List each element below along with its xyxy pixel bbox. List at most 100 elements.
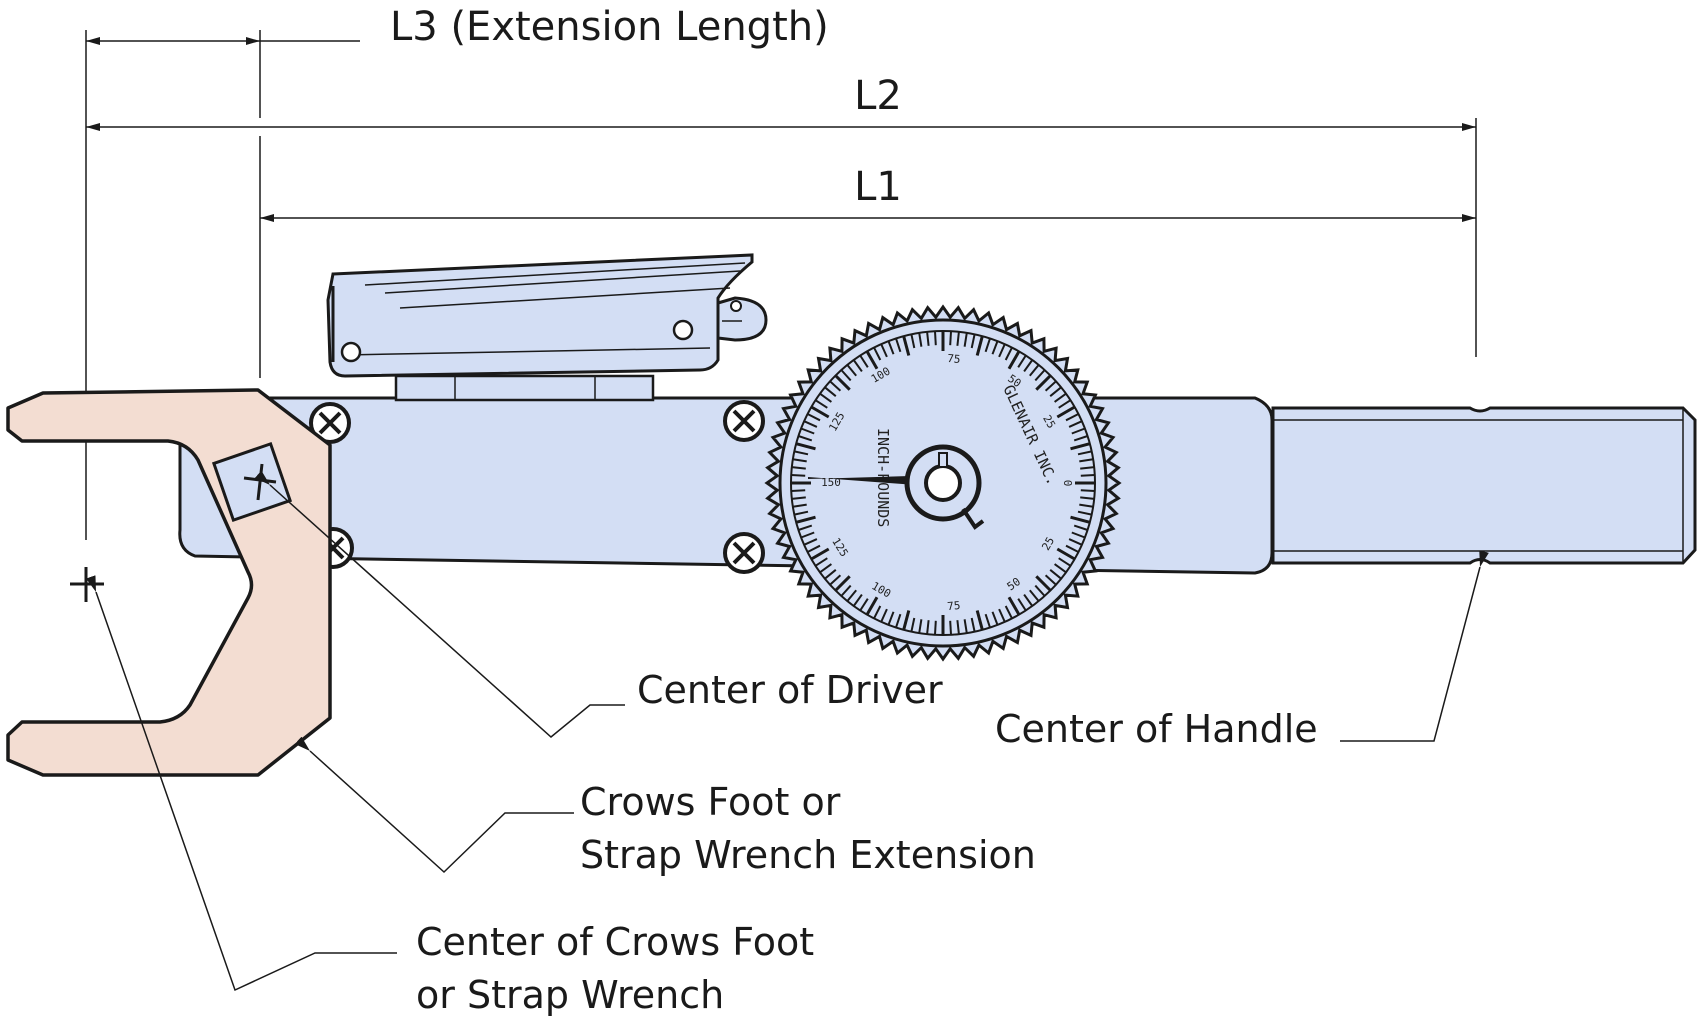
dial-tick [970,617,976,632]
dial-tick [1070,515,1091,524]
dial-tick [1080,496,1095,500]
dial-tick [819,563,832,574]
callout-crows-foot-extension: Crows Foot or Strap Wrench Extension [294,736,1036,877]
dial-tick [846,364,857,377]
callout-crows-foot-line1: Crows Foot or [580,780,841,824]
dial-tick [814,399,828,409]
dial-tick [984,613,991,628]
dial-tick [949,331,952,346]
dial-tick [895,613,902,628]
dial-tick [1056,547,1076,561]
dial-tick [859,354,869,368]
dial-scale-50-bottom: 50 [1005,575,1023,593]
dial-tick [998,343,1006,358]
dial-tick [829,574,842,586]
dial-tick [791,496,806,500]
callout-center-of-driver-text: Center of Driver [637,668,943,712]
dial-gauge: 150 125 100 75 50 25 0 25 50 75 100 125 … [764,304,1122,662]
dial-tick [1077,450,1092,456]
dial-tick [998,608,1006,623]
dial-tick [1044,380,1057,392]
dial-tick [1023,594,1034,607]
dial-tick [1077,510,1092,516]
dial-tick [970,334,976,349]
callout-center-of-handle-text: Center of Handle [995,707,1318,751]
dial-tick [846,589,857,602]
dial-tick [1080,474,1095,477]
dial-tick [1023,359,1034,372]
dial-tick [1004,605,1013,619]
dial-scale-0: 0 [1061,480,1074,487]
dimension-l3-label: L3 (Extension Length) [390,4,829,50]
dial-tick [1049,386,1062,397]
dial-tick [1054,392,1067,403]
callout-crows-foot-line2: Strap Wrench Extension [580,833,1036,877]
dial-tick [880,343,888,358]
dial-tick [865,350,879,370]
dial-scale-25-bottom: 25 [1039,535,1057,553]
dial-tick [1034,369,1046,382]
dial-tick [949,620,952,635]
dial-tick [810,405,830,419]
dial-tick [1007,350,1021,370]
dial-tick [956,331,960,346]
dial-tick [910,334,916,349]
dial-tick [800,531,815,539]
crows-foot-extension [6,388,332,777]
dial-tick [1044,574,1057,586]
dial-tick [991,611,999,626]
dial-tick [798,435,813,442]
dial-tick [910,617,916,632]
dial-tick [1070,442,1091,451]
dial-tick [1035,575,1052,592]
dial-tick [819,392,832,403]
dial-tick [934,620,937,635]
dial-tick [1073,524,1088,531]
dial-tick [814,557,828,567]
dial-tick [887,340,895,355]
dial-tick [1068,420,1083,428]
dial-tick [895,338,902,353]
dial-tick [834,575,851,592]
dial-tick [1079,503,1094,508]
dial-tick [956,620,960,635]
dial-tick [834,374,851,391]
dial-tick [1029,589,1040,602]
dial-tick [798,524,813,531]
dial-scale-25-top: 25 [1040,413,1058,431]
dial-tick [807,413,821,422]
dial-tick [791,466,806,470]
dial-tick [795,515,816,524]
dial-tick [1065,413,1079,422]
dial-tick [902,610,911,631]
dial-tick [991,340,999,355]
callout-center-crows-line1: Center of Crows Foot [416,920,814,964]
body-screw-top-left [309,402,351,444]
dial-tick [1004,347,1013,361]
dial-tick [1080,489,1095,492]
dial-tick [880,608,888,623]
dial-tick [803,538,818,546]
body-screw-top-mid [723,400,765,442]
callout-center-crows-line2: or Strap Wrench [416,973,724,1017]
dial-tick [852,359,863,372]
dial-tick [859,598,869,612]
dial-tick [918,332,923,347]
dial-tick [963,619,968,634]
dial-tick [852,594,863,607]
dial-tick [1056,405,1076,419]
dial-tick [791,474,806,477]
dimension-lines: L3 (Extension Length) L2 L1 [85,4,1477,540]
callout-center-of-driver: Center of Driver [254,470,943,738]
dial-tick [1054,563,1067,574]
dial-tick [975,335,984,356]
dial-tick [1073,435,1088,442]
dial-tick [840,369,852,382]
dial-tick [1017,354,1027,368]
dial-tick [824,569,837,580]
dial-tick [829,380,842,392]
dial-tick [975,610,984,631]
callout-center-of-crows-foot: Center of Crows Foot or Strap Wrench [86,575,814,1017]
dial-tick [1035,374,1052,391]
